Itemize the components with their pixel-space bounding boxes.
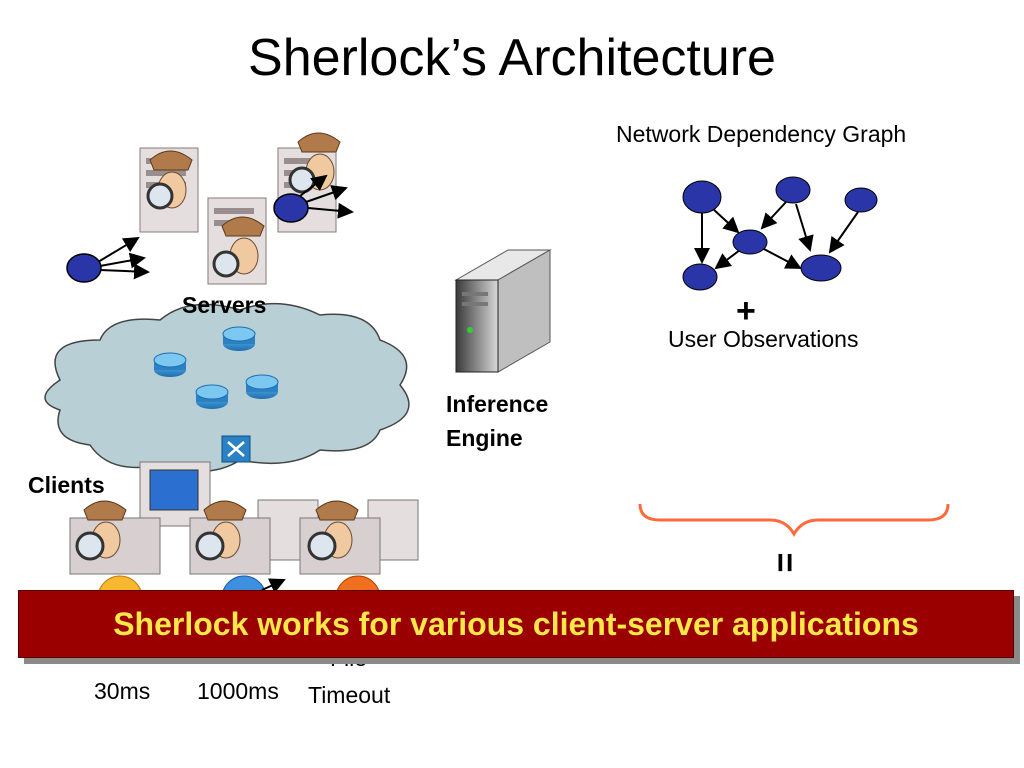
summary-banner: Sherlock works for various client-server… — [18, 590, 1014, 658]
router-icon-4 — [245, 374, 279, 399]
graph-node-5 — [682, 263, 718, 291]
switch-icon — [221, 435, 251, 463]
servers-label: Servers — [182, 292, 267, 318]
server-computer-3 — [207, 197, 267, 285]
router-icon-1 — [222, 326, 256, 351]
local-dependency-node-left — [66, 236, 150, 283]
graph-node-2 — [775, 176, 811, 204]
local-dependency-node-right — [273, 174, 354, 223]
inference-engine-label: Inference Engine — [446, 391, 549, 451]
curly-brace — [638, 503, 950, 538]
clients-label: Clients — [28, 472, 105, 498]
inference-engine-server-icon — [454, 249, 552, 373]
latency-label-3: Timeout — [308, 682, 391, 708]
latency-label-2: 1000ms — [197, 678, 279, 704]
latency-label-1: 30ms — [94, 678, 151, 704]
router-icon-3 — [195, 384, 229, 409]
user-observations-label: User Observations — [668, 326, 859, 352]
router-icon-2 — [153, 352, 187, 377]
network-dependency-graph-label: Network Dependency Graph — [616, 121, 907, 147]
graph-node-6 — [800, 254, 842, 282]
graph-node-3 — [844, 187, 878, 213]
equals-sign: = — [765, 552, 804, 573]
slide-title: Sherlock’s Architecture — [248, 29, 776, 87]
client-computer-1 — [69, 461, 211, 575]
plus-sign: + — [736, 292, 756, 330]
graph-node-4 — [732, 229, 768, 255]
client-computer-3 — [299, 499, 419, 575]
server-computer-1 — [139, 147, 199, 233]
dependency-graph — [682, 176, 878, 291]
network-cloud — [44, 302, 410, 473]
summary-banner-text: Sherlock works for various client-server… — [113, 606, 919, 642]
graph-node-1 — [682, 180, 722, 214]
client-computer-2 — [189, 499, 319, 575]
